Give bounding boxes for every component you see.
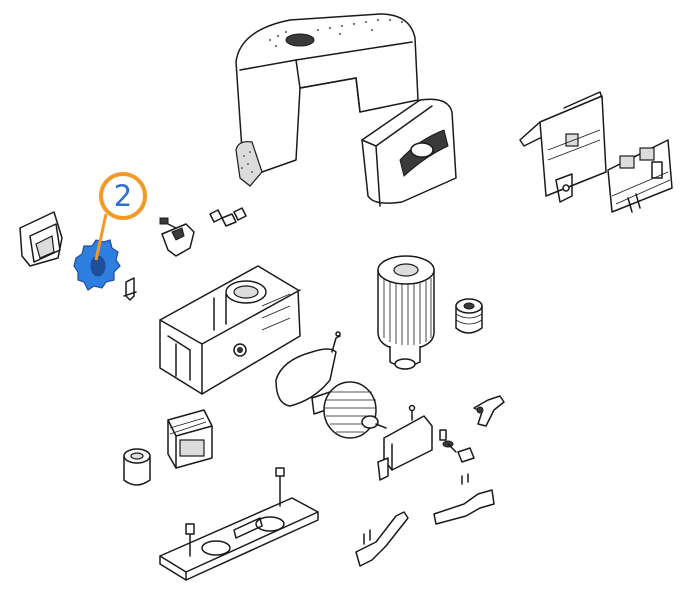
pinion-gear[interactable] bbox=[73, 239, 121, 291]
connector-pin[interactable] bbox=[159, 217, 195, 257]
worm-pulley[interactable] bbox=[455, 298, 483, 334]
gear-cover[interactable] bbox=[19, 211, 63, 267]
worm-gear[interactable] bbox=[311, 381, 387, 439]
connector-terminals[interactable] bbox=[209, 207, 247, 227]
control-board[interactable] bbox=[519, 91, 607, 203]
cable-clip[interactable] bbox=[123, 277, 137, 301]
gasket[interactable] bbox=[275, 331, 341, 407]
terminal-board[interactable] bbox=[607, 139, 673, 213]
front-cover[interactable] bbox=[361, 98, 457, 207]
limit-switch-spring-right[interactable] bbox=[433, 489, 495, 525]
limit-switch-spring-left[interactable] bbox=[355, 511, 409, 567]
bushing[interactable] bbox=[123, 448, 151, 486]
anchor-plate[interactable] bbox=[159, 467, 319, 581]
top-cover[interactable] bbox=[235, 13, 419, 187]
release-lever[interactable] bbox=[473, 395, 505, 427]
callout-2 bbox=[94, 172, 147, 261]
transformer[interactable] bbox=[167, 409, 213, 469]
screw-set[interactable] bbox=[442, 440, 475, 485]
motor[interactable] bbox=[377, 255, 435, 370]
limit-switch-bracket[interactable] bbox=[377, 404, 447, 481]
gearbox-housing[interactable] bbox=[159, 265, 301, 395]
